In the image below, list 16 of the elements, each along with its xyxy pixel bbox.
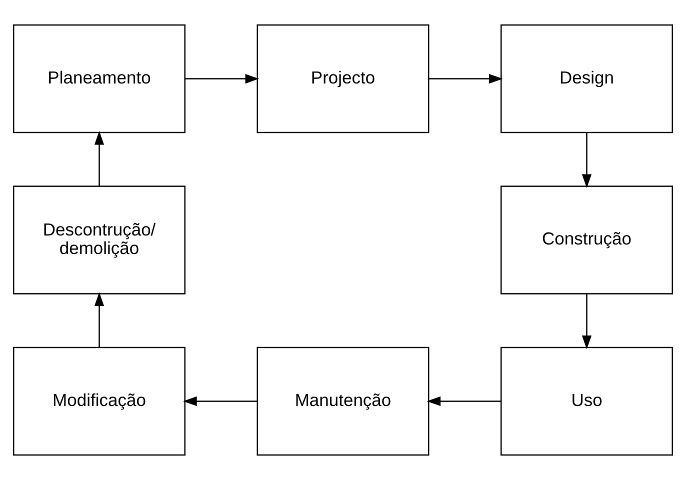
node-box: Modificação: [13, 346, 186, 456]
arrow: [94, 130, 104, 186]
arrow: [582, 132, 592, 188]
node-box: Descontrução/ demolição: [13, 185, 186, 294]
arrow: [183, 396, 258, 406]
node-box: Construção: [500, 185, 673, 294]
node-box: Projecto: [256, 24, 430, 133]
arrow: [582, 294, 592, 349]
node-box: Design: [500, 24, 673, 133]
node-box: Manutenção: [256, 346, 430, 456]
node-box: Planeamento: [13, 24, 186, 133]
arrow: [94, 292, 104, 347]
arrow: [428, 73, 503, 84]
arrow: [184, 73, 260, 84]
arrow: [426, 396, 501, 406]
node-box: Uso: [500, 346, 673, 456]
